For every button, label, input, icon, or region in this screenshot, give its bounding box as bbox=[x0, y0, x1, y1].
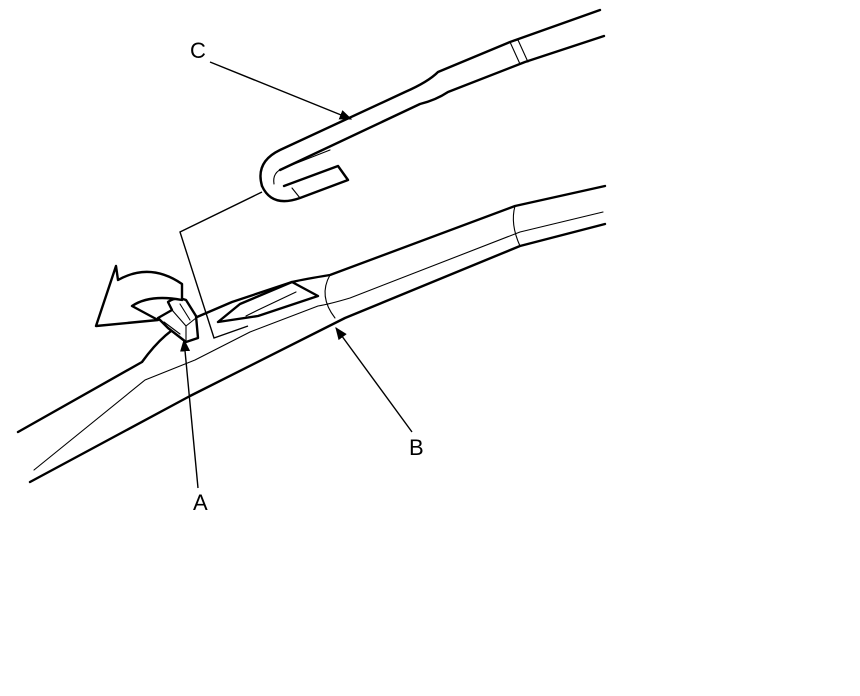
leader-line-c bbox=[209, 61, 353, 120]
callout-label-c: C bbox=[190, 38, 206, 63]
leader-line-a bbox=[180, 338, 199, 489]
locking-clip bbox=[156, 297, 200, 344]
assembly-guide-line bbox=[179, 191, 263, 339]
callout-label-a: A bbox=[193, 490, 208, 515]
wiper-arm bbox=[259, 8, 606, 203]
wiper-blade bbox=[16, 184, 607, 484]
leader-line-b bbox=[335, 326, 413, 433]
rotation-arrow bbox=[94, 264, 184, 328]
callout-label-b: B bbox=[409, 435, 424, 460]
